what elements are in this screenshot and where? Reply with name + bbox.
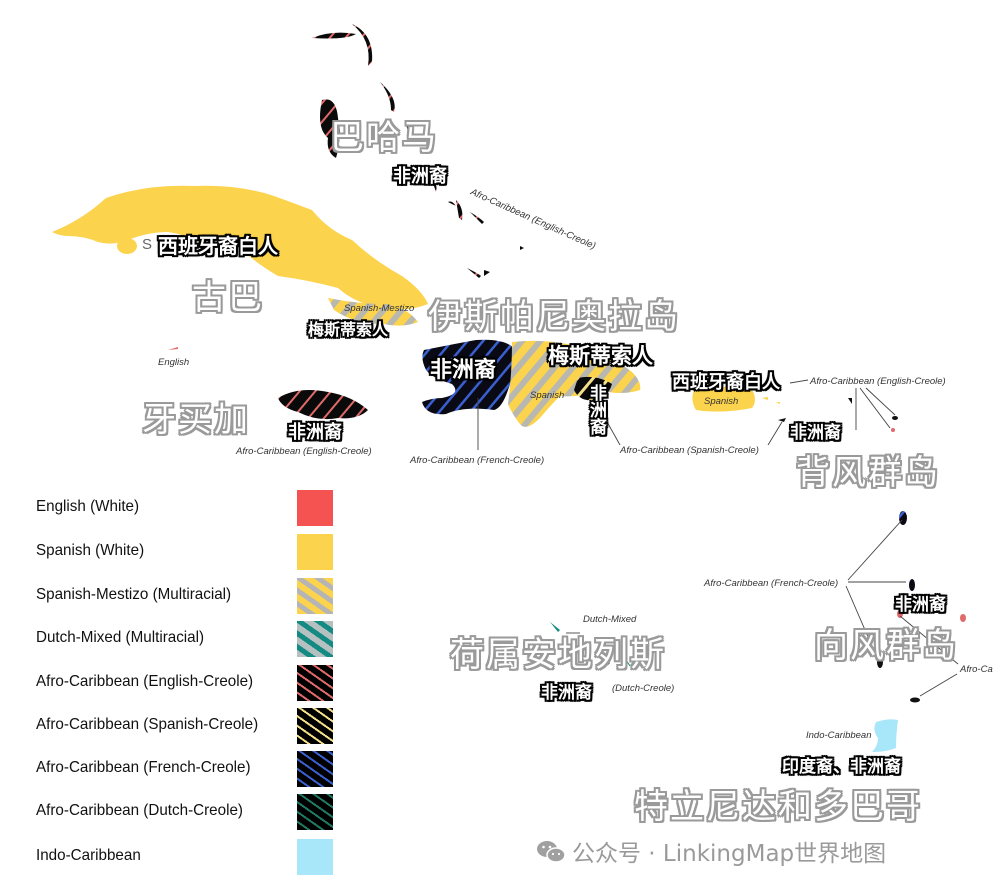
label-leeward-en: Afro-Caribbean (English-Creole): [810, 376, 946, 387]
legend-item: Dutch-Mixed (Multiracial): [36, 621, 336, 659]
dr-afro-zone: [574, 376, 612, 401]
jamaica-island: [278, 390, 368, 420]
bahamas-islands: [312, 24, 524, 278]
cn-group-leeward: 非洲裔: [790, 423, 841, 443]
cn-group-pr: 西班牙裔白人: [672, 372, 780, 393]
legend-swatch: [297, 665, 333, 701]
watermark: 公众号 · LinkingMap世界地图: [536, 834, 886, 871]
haiti-territory: [422, 339, 516, 415]
abc-islands: [550, 622, 631, 667]
label-windward-en-en: Afro-Ca: [960, 664, 993, 675]
label-dr-en: Spanish: [530, 390, 565, 401]
virgin-islands: [762, 397, 780, 404]
legend-label: English (White): [36, 498, 140, 515]
label-cayman-en: English: [158, 357, 190, 368]
legend-label: Afro-Caribbean (English-Creole): [36, 673, 254, 690]
legend-item: English (White): [36, 490, 336, 528]
cn-group-dr-mestizo: 梅斯蒂索人: [548, 344, 653, 368]
cn-group-jamaica: 非洲裔: [288, 422, 342, 443]
leader-lines: [477, 379, 959, 697]
cn-name-abc: 荷属安地列斯: [450, 635, 666, 675]
label-cuba-mestizo-en: Spanish-Mestizo: [344, 303, 415, 314]
label-haiti-en: Afro-Caribbean (French-Creole): [410, 455, 545, 466]
legend-item: Afro-Caribbean (Dutch-Creole): [36, 794, 336, 832]
legend-item: Afro-Caribbean (French-Creole): [36, 751, 336, 789]
legend-label: Spanish-Mestizo (Multiracial): [36, 586, 232, 603]
label-cuba-en: S: [142, 236, 153, 253]
cayman-islands: [168, 347, 178, 350]
label-dr-afro-en: Afro-Caribbean (Spanish-Creole): [620, 445, 759, 456]
legend-label: Afro-Caribbean (Spanish-Creole): [36, 716, 259, 733]
legend-item: Afro-Caribbean (Spanish-Creole): [36, 708, 336, 746]
label-windward-fr-en: Afro-Caribbean (French-Creole): [704, 578, 839, 589]
cuba-island: [52, 185, 428, 310]
label-pr-en: Spanish: [704, 396, 739, 407]
cn-name-hispaniola: 伊斯帕尼奥拉岛: [428, 297, 680, 337]
legend-swatch: [297, 839, 333, 875]
legend-swatch: [297, 794, 333, 830]
label-trinidad-en: Indo-Caribbean: [806, 730, 872, 741]
cn-group-cuba-mestizo: 梅斯蒂索人: [308, 320, 389, 339]
legend-swatch: [297, 490, 333, 526]
cn-name-windward: 向风群岛: [814, 626, 958, 666]
legend-item: Afro-Caribbean (English-Creole): [36, 665, 336, 703]
legend-label: Dutch-Mixed (Multiracial): [36, 629, 205, 646]
cn-group-haiti: 非洲裔: [430, 358, 497, 383]
label-bahamas-en: Afro-Caribbean (English-Creole): [468, 186, 597, 252]
legend-item: Spanish-Mestizo (Multiracial): [36, 578, 336, 616]
dominican-republic-territory: [508, 340, 641, 427]
puerto-rico-island: [692, 387, 755, 412]
cuba-mestizo-zone: [328, 298, 418, 326]
cn-group-bahamas: 非洲裔: [393, 166, 447, 187]
cn-group-trinidad: 印度裔、非洲裔: [782, 757, 901, 777]
legend-swatch: [297, 751, 333, 787]
label-jamaica-en: Afro-Caribbean (English-Creole): [236, 446, 372, 457]
wechat-icon: [536, 839, 566, 871]
trinidad-island: [872, 719, 898, 752]
leeward-islands: [778, 398, 898, 432]
cn-group-cuba: 西班牙裔白人: [158, 234, 278, 258]
cn-name-jamaica: 牙买加: [142, 400, 250, 440]
cn-name-cuba: 古巴: [192, 278, 264, 318]
label-abc-creole-en: (Dutch-Creole): [612, 683, 675, 694]
cn-group-windward: 非洲裔: [895, 595, 946, 615]
isla-juventud: [117, 238, 137, 254]
legend-swatch: [297, 578, 333, 614]
legend-swatch: [297, 621, 333, 657]
legend-swatch: [297, 708, 333, 744]
legend-item: Indo-Caribbean: [36, 839, 336, 877]
legend-swatch: [297, 534, 333, 570]
cn-name-bahamas: 巴哈马: [330, 118, 438, 158]
watermark-text: 公众号 · LinkingMap世界地图: [572, 841, 887, 867]
cn-group-abc: 非洲裔: [541, 683, 592, 703]
legend-label: Spanish (White): [36, 542, 145, 559]
legend-label: Afro-Caribbean (Dutch-Creole): [36, 802, 243, 819]
cn-group-dr-afro: 非洲裔: [586, 384, 606, 435]
legend-label: Afro-Caribbean (French-Creole): [36, 759, 251, 776]
legend-item: Spanish (White): [36, 534, 336, 572]
legend-label: Indo-Caribbean: [36, 847, 141, 864]
label-abc-mixed-en: Dutch-Mixed: [583, 614, 637, 625]
cn-name-leeward: 背风群岛: [796, 453, 940, 493]
cn-name-trinidad: 特立尼达和多巴哥: [634, 787, 922, 827]
